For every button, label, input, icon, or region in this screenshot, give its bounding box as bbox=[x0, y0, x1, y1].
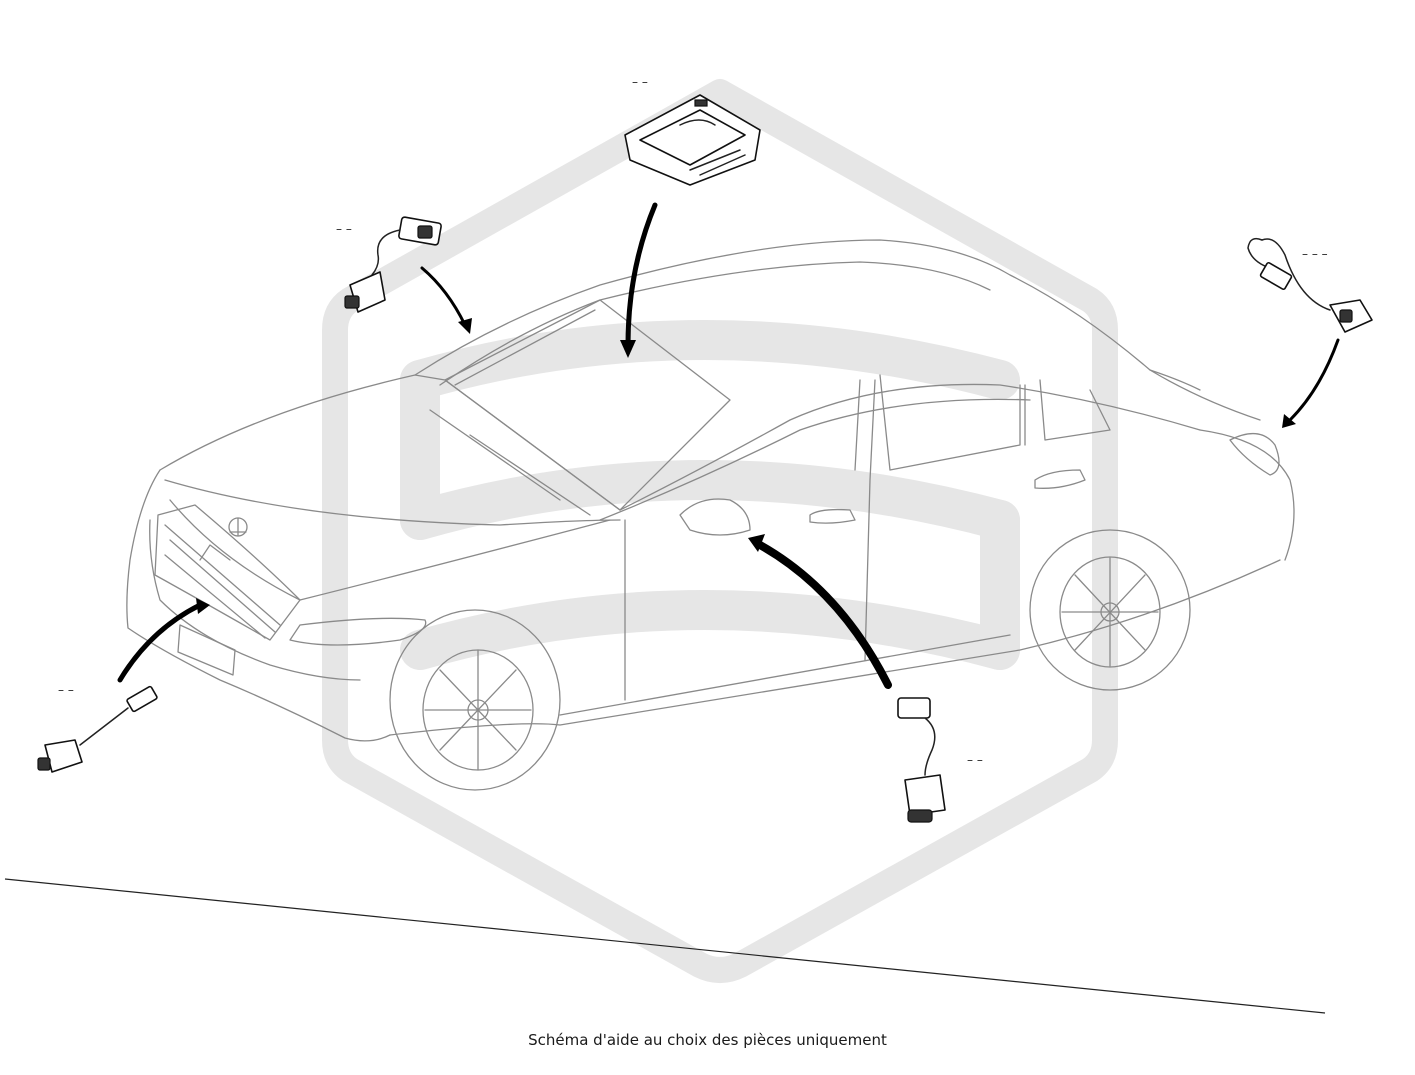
arrow-left-mirror bbox=[420, 266, 467, 327]
car-outline bbox=[126, 239, 1295, 791]
arrow-windshield bbox=[625, 202, 658, 348]
windshield-camera-module[interactable] bbox=[624, 94, 761, 186]
rear-camera[interactable] bbox=[1247, 237, 1373, 333]
front-grille-camera-label: – – bbox=[58, 683, 74, 697]
right-mirror-camera[interactable] bbox=[897, 697, 946, 823]
arrow-front-grille bbox=[117, 602, 203, 683]
windshield-camera-label: – – bbox=[632, 75, 648, 89]
right-mirror-camera-label: – – bbox=[967, 753, 983, 767]
left-mirror-camera-label: – – bbox=[336, 222, 352, 236]
arrow-right-mirror bbox=[756, 541, 892, 689]
arrows bbox=[117, 202, 1340, 689]
diagram-caption: Schéma d'aide au choix des pièces unique… bbox=[528, 1031, 887, 1049]
watermark-logo bbox=[322, 79, 1118, 983]
ground-line bbox=[4, 878, 1326, 1014]
left-mirror-camera[interactable] bbox=[344, 216, 442, 313]
rear-camera-label: – – – bbox=[1302, 247, 1328, 261]
front-grille-camera[interactable] bbox=[37, 685, 158, 773]
arrow-rear bbox=[1288, 338, 1340, 422]
